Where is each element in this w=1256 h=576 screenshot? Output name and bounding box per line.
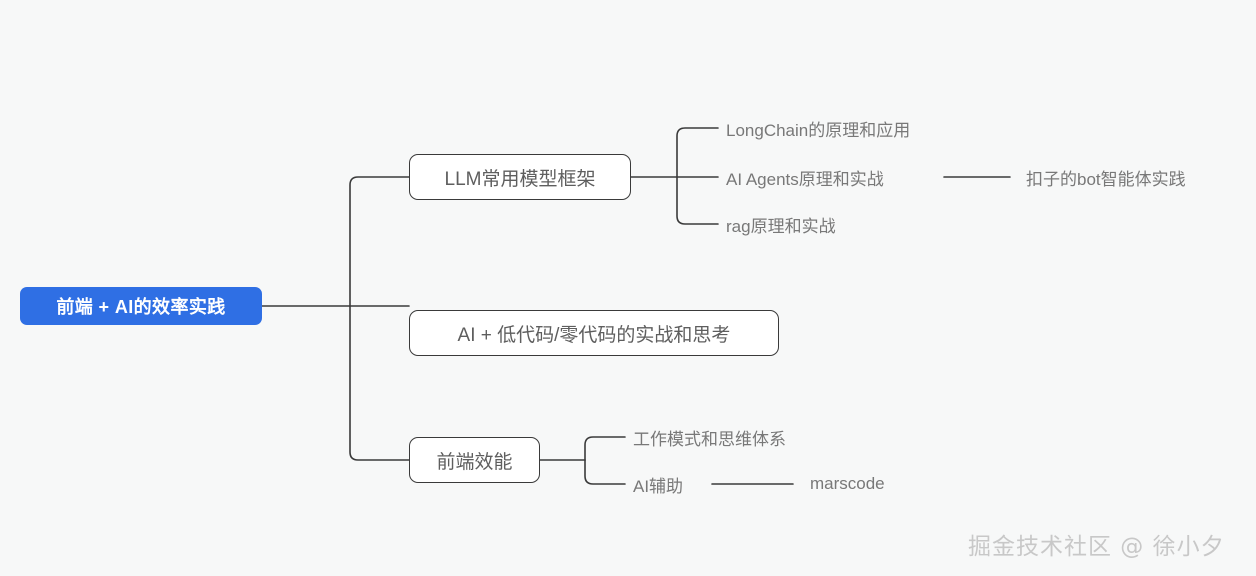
leaf-node-marscode[interactable]: marscode <box>810 472 885 496</box>
edge-frontend-workmode <box>584 436 626 461</box>
edge-frontend-aiassist <box>584 459 626 485</box>
branch-node-frontend[interactable]: 前端效能 <box>409 437 540 483</box>
leaf-node-kouzi-bot-label: 扣子的bot智能体实践 <box>1026 169 1186 189</box>
edge-llm-longchain <box>676 127 719 178</box>
leaf-node-ai-agents-label: AI Agents原理和实战 <box>726 169 884 189</box>
branch-node-llm-label: LLM常用模型框架 <box>444 168 596 190</box>
leaf-node-kouzi-bot[interactable]: 扣子的bot智能体实践 <box>1026 165 1186 189</box>
edge-trunk-llm <box>349 176 410 307</box>
watermark-text: 掘金技术社区 @ 徐小夕 <box>968 534 1225 560</box>
leaf-node-ai-assist[interactable]: AI辅助 <box>633 472 683 496</box>
leaf-node-rag[interactable]: rag原理和实战 <box>726 212 836 236</box>
leaf-node-longchain-label: LongChain的原理和应用 <box>726 120 911 140</box>
edge-llm-rag <box>676 176 719 225</box>
leaf-node-work-mode[interactable]: 工作模式和思维体系 <box>633 425 786 449</box>
leaf-node-ai-agents[interactable]: AI Agents原理和实战 <box>726 165 884 189</box>
edge-trunk-frontend <box>349 305 410 461</box>
branch-node-lowcode-label: AI + 低代码/零代码的实战和思考 <box>457 324 731 346</box>
root-node-label: 前端 + AI的效率实践 <box>56 297 226 317</box>
branch-node-frontend-label: 前端效能 <box>436 451 513 473</box>
branch-node-llm[interactable]: LLM常用模型框架 <box>409 154 631 200</box>
leaf-node-work-mode-label: 工作模式和思维体系 <box>633 429 786 449</box>
branch-node-lowcode[interactable]: AI + 低代码/零代码的实战和思考 <box>409 310 779 356</box>
leaf-node-longchain[interactable]: LongChain的原理和应用 <box>726 116 910 140</box>
leaf-node-ai-assist-label: AI辅助 <box>633 476 684 496</box>
root-node[interactable]: 前端 + AI的效率实践 <box>20 287 262 325</box>
leaf-node-rag-label: rag原理和实战 <box>726 216 836 236</box>
leaf-node-marscode-label: marscode <box>810 474 885 493</box>
